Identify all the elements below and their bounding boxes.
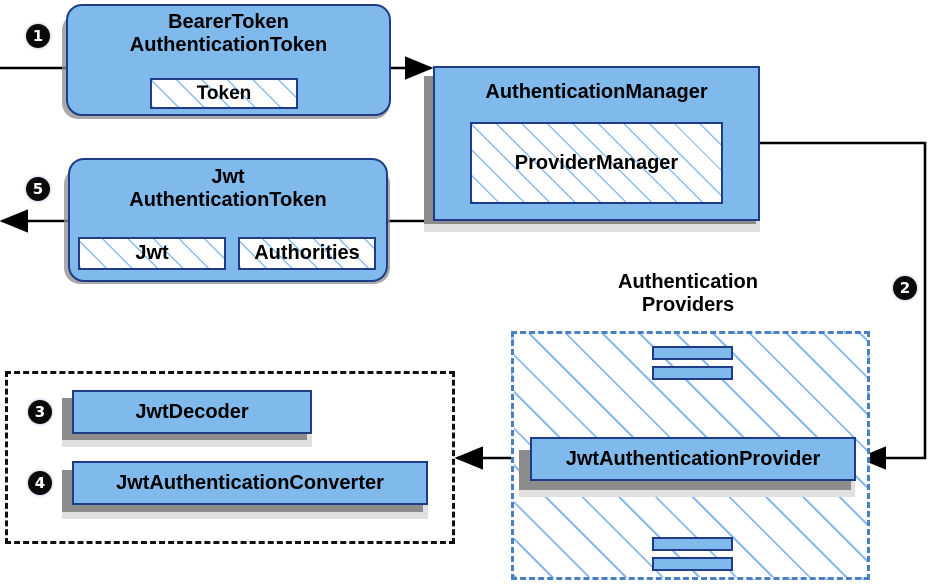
jwt-support-beans-group <box>5 371 455 544</box>
jwt-token-slot-jwt[interactable] <box>78 237 226 270</box>
jwt-decoder-box[interactable] <box>72 390 312 434</box>
step-3-badge: 3 <box>28 400 52 424</box>
provider-stub-bottom-2 <box>652 557 733 571</box>
arrow-manager-to-provider <box>760 141 927 470</box>
jwt-authentication-converter-box[interactable] <box>72 461 428 505</box>
jwt-authentication-provider-box[interactable] <box>530 437 856 481</box>
step-1-badge: 1 <box>26 24 50 48</box>
step-5-badge: 5 <box>26 177 50 201</box>
provider-stub-top-2 <box>652 366 733 380</box>
step-4-badge: 4 <box>28 471 52 495</box>
provider-stub-bottom-1 <box>652 537 733 551</box>
step-2-badge: 2 <box>893 276 917 300</box>
jwt-token-slot-authorities[interactable] <box>238 237 376 270</box>
bearer-token-slot-token[interactable] <box>150 78 298 109</box>
authentication-manager-slot-provider-manager[interactable] <box>470 122 723 204</box>
provider-stub-top-1 <box>652 346 733 360</box>
